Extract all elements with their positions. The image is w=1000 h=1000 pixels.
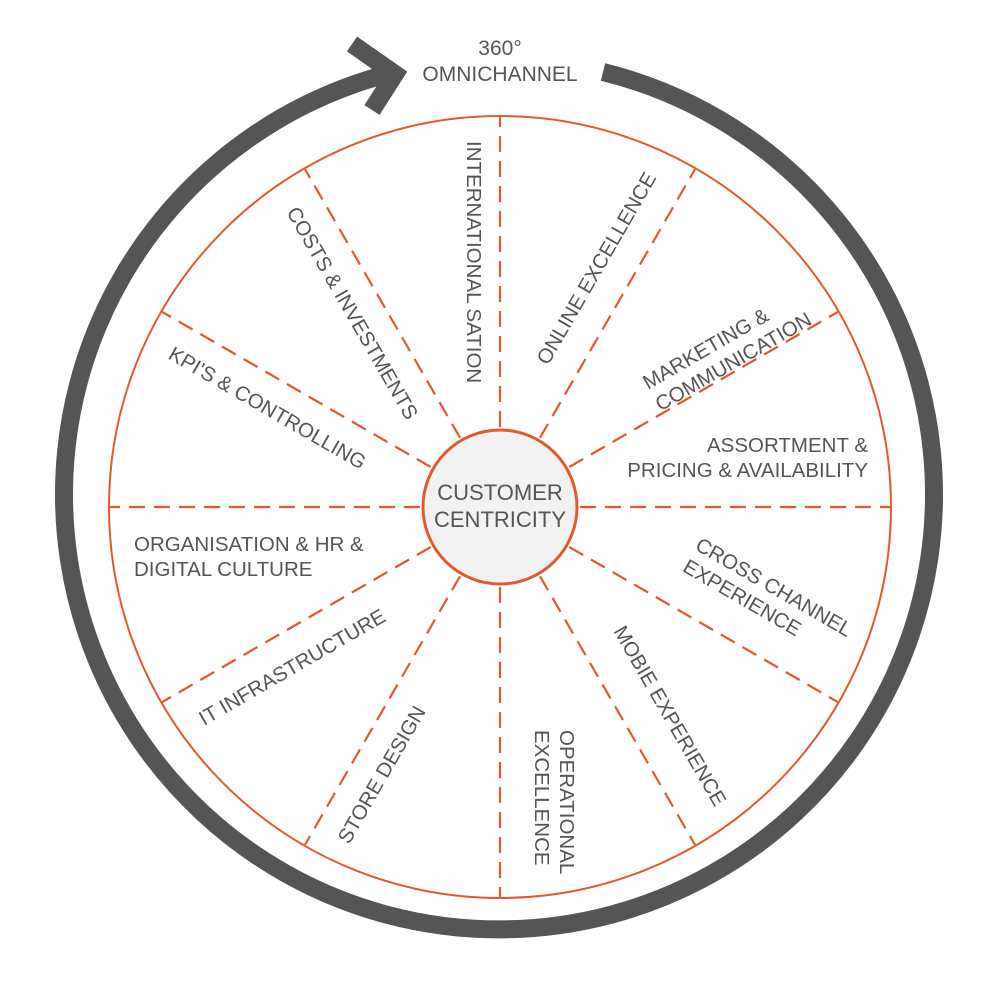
segment-organisation-label: ORGANISATION & HR & — [134, 533, 364, 556]
segment-operational-label: EXCELLENCE — [530, 730, 553, 866]
cycle-arrow-head-icon — [346, 36, 408, 115]
wheel-spokes — [110, 117, 890, 897]
segment-international: INTERNATIONAL SATION — [462, 141, 485, 383]
center-label-line2: CENTRICITY — [434, 507, 566, 532]
segment-organisation-label: DIGITAL CULTURE — [134, 558, 312, 581]
spoke-divider — [304, 168, 461, 439]
segment-international-label: INTERNATIONAL SATION — [462, 141, 485, 383]
segment-assortment-label: ASSORTMENT & — [707, 434, 868, 457]
segment-costs-label: COSTS & INVESTMENTS — [282, 203, 423, 424]
spoke-divider — [539, 168, 696, 439]
segment-marketing: MARKETING &COMMUNICATION — [639, 304, 816, 416]
spoke-divider — [539, 575, 696, 846]
center-label-line1: CUSTOMER — [437, 480, 563, 505]
header-degree-label: 360° — [478, 37, 521, 60]
segment-assortment: ASSORTMENT &PRICING & AVAILABILITY — [627, 434, 868, 482]
spoke-divider — [568, 546, 839, 703]
wheel-rim — [108, 115, 892, 899]
segment-store-label: STORE DESIGN — [333, 702, 430, 847]
spoke-divider — [568, 311, 839, 468]
segment-organisation: ORGANISATION & HR &DIGITAL CULTURE — [134, 533, 364, 581]
segment-store: STORE DESIGN — [333, 702, 430, 847]
segment-mobile-label: MOBIE EXPERIENCE — [609, 622, 731, 810]
spoke-divider — [304, 575, 461, 846]
segment-kpis-label: KPI'S & CONTROLLING — [165, 342, 370, 474]
cycle-arrow — [55, 63, 943, 939]
spoke-divider — [161, 311, 432, 468]
segment-operational-label: OPERATIONAL — [555, 730, 578, 874]
header-omnichannel-label: OMNICHANNEL — [422, 63, 577, 86]
spoke-divider — [161, 546, 432, 703]
segment-kpis: KPI'S & CONTROLLING — [165, 342, 370, 474]
segment-mobile: MOBIE EXPERIENCE — [609, 622, 731, 810]
segment-assortment-label: PRICING & AVAILABILITY — [627, 459, 868, 482]
center-hub — [421, 428, 579, 586]
segment-costs: COSTS & INVESTMENTS — [282, 203, 423, 424]
